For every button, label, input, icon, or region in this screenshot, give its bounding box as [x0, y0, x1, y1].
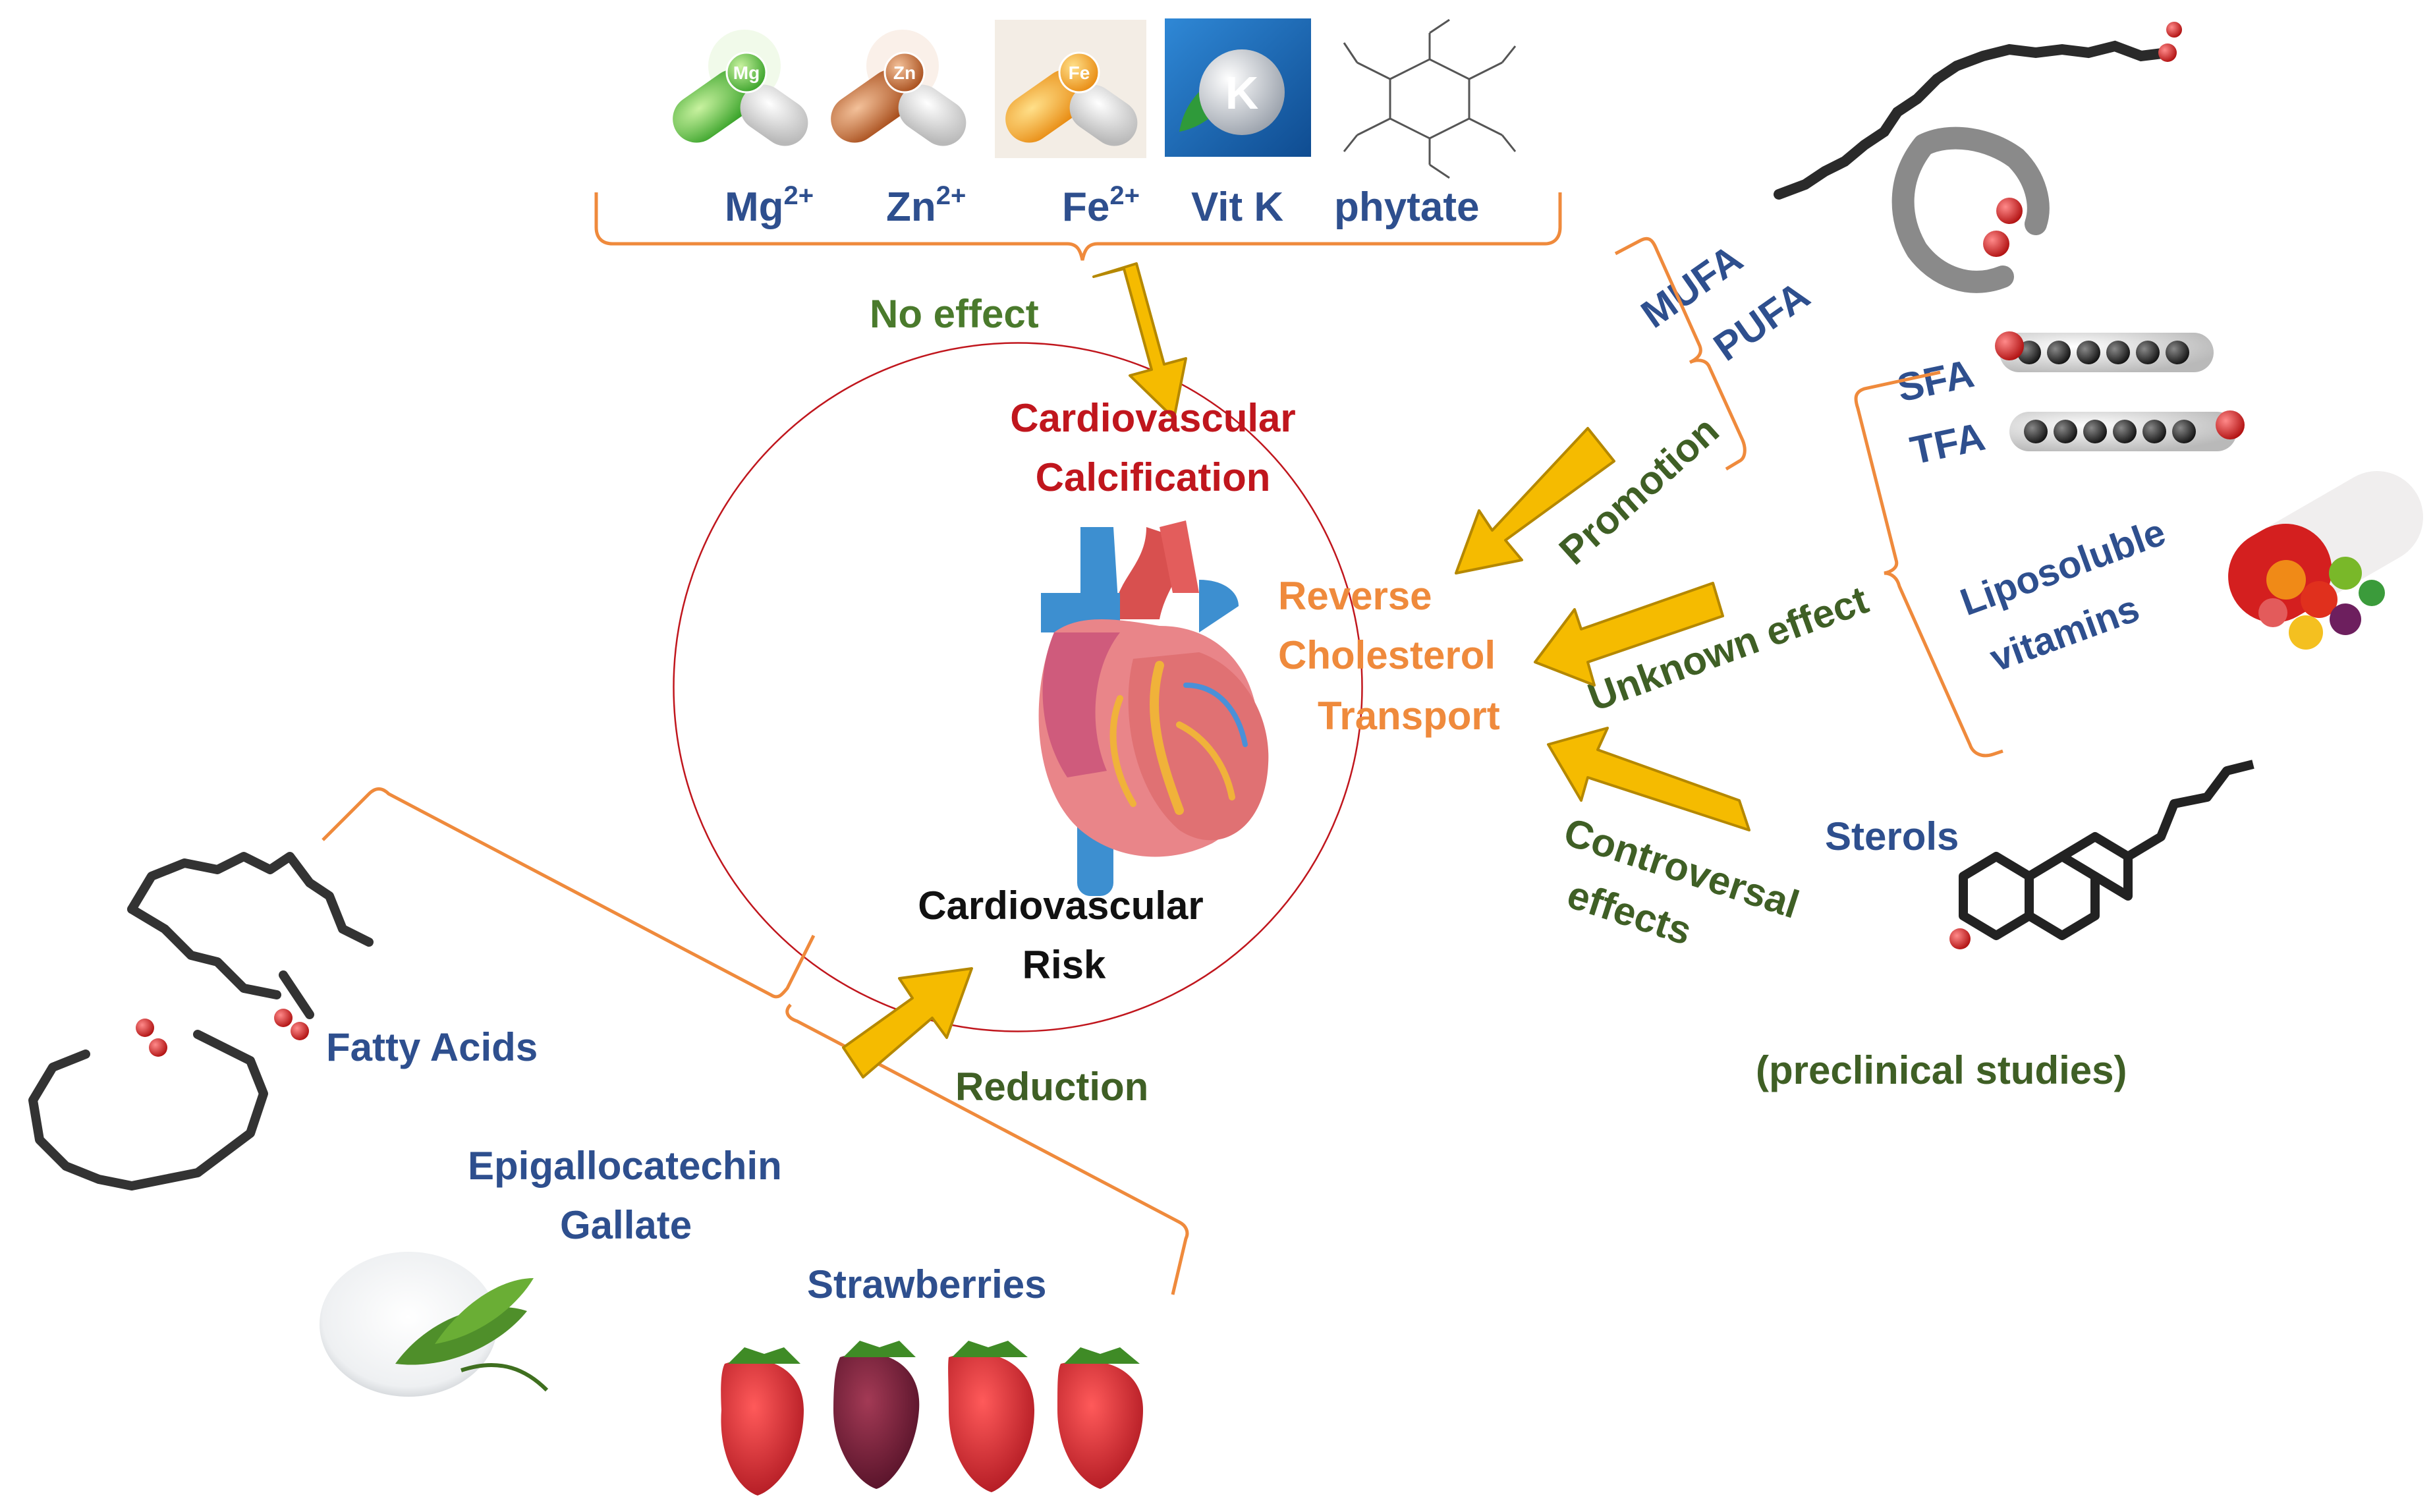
fe-pill-text: Fe	[1069, 63, 1090, 83]
zn-label: Zn2+	[886, 181, 966, 230]
sfa-molecule-icon	[1995, 331, 2214, 372]
reduction-brace	[322, 787, 1189, 1295]
promotion-arrow	[1455, 427, 1615, 574]
mufa-molecule-icon	[1774, 22, 2182, 200]
top-brace	[594, 192, 1562, 261]
reduction-arrow	[842, 967, 973, 1078]
k-pill-text: K	[1225, 67, 1259, 119]
liposoluble-line1: Liposoluble	[1955, 511, 2171, 624]
strawberries-label: Strawberries	[807, 1262, 1047, 1306]
unknown-effect-arrow	[1534, 582, 1724, 686]
green-tea-powder-icon	[320, 1252, 549, 1397]
risk-line1: Cardiovascular	[918, 883, 1204, 928]
fe-capsule-icon: Fe	[995, 20, 1146, 158]
vitk-label: Vit K	[1191, 184, 1283, 230]
no-effect-arrow	[1092, 262, 1187, 420]
calcification-line2: Calcification	[1036, 455, 1271, 499]
fatty-acid-brace	[1614, 237, 1747, 471]
mg-capsule-icon: Mg	[673, 30, 808, 146]
heart-icon	[1038, 520, 1269, 896]
controversial-arrow	[1547, 727, 1750, 831]
mg-pill-text: Mg	[733, 63, 760, 83]
rct-line1: Reverse	[1278, 574, 1432, 618]
zn-capsule-icon: Zn	[831, 30, 966, 146]
phytate-label: phytate	[1334, 184, 1479, 230]
preclinical-label: (preclinical studies)	[1756, 1048, 2127, 1092]
sterol-molecule-icon	[1949, 760, 2254, 949]
egcg-line2: Gallate	[560, 1203, 692, 1247]
risk-line2: Risk	[1022, 943, 1106, 987]
fatty-acid-molecule-icon	[28, 852, 374, 1190]
egcg-line1: Epigallocatechin	[468, 1144, 782, 1188]
strawberry-icon	[721, 1341, 1143, 1496]
rct-line2: Cholesterol	[1278, 633, 1496, 677]
fe-label: Fe2+	[1062, 181, 1140, 230]
vitamin-capsule-icon	[2228, 471, 2423, 650]
rct-line3: Transport	[1318, 694, 1500, 738]
mg-label: Mg2+	[725, 181, 814, 230]
vitamin-k-icon: K	[1165, 18, 1311, 157]
reduction-label: Reduction	[955, 1065, 1148, 1109]
pufa-molecule-icon	[1891, 126, 2050, 293]
central-circle-outline	[673, 342, 1363, 1032]
sterols-label: Sterols	[1825, 814, 1959, 858]
tfa-label: TFA	[1907, 414, 1989, 473]
tfa-molecule-icon	[2009, 410, 2245, 451]
lipid-brace	[1854, 370, 2003, 758]
no-effect-label: No effect	[870, 292, 1039, 336]
fatty-acids-label: Fatty Acids	[326, 1025, 538, 1069]
promotion-label: Promotion	[1551, 408, 1727, 573]
phytate-structure-icon	[1343, 18, 1517, 179]
calcification-line1: Cardiovascular	[1010, 396, 1296, 440]
zn-pill-text: Zn	[893, 63, 916, 83]
